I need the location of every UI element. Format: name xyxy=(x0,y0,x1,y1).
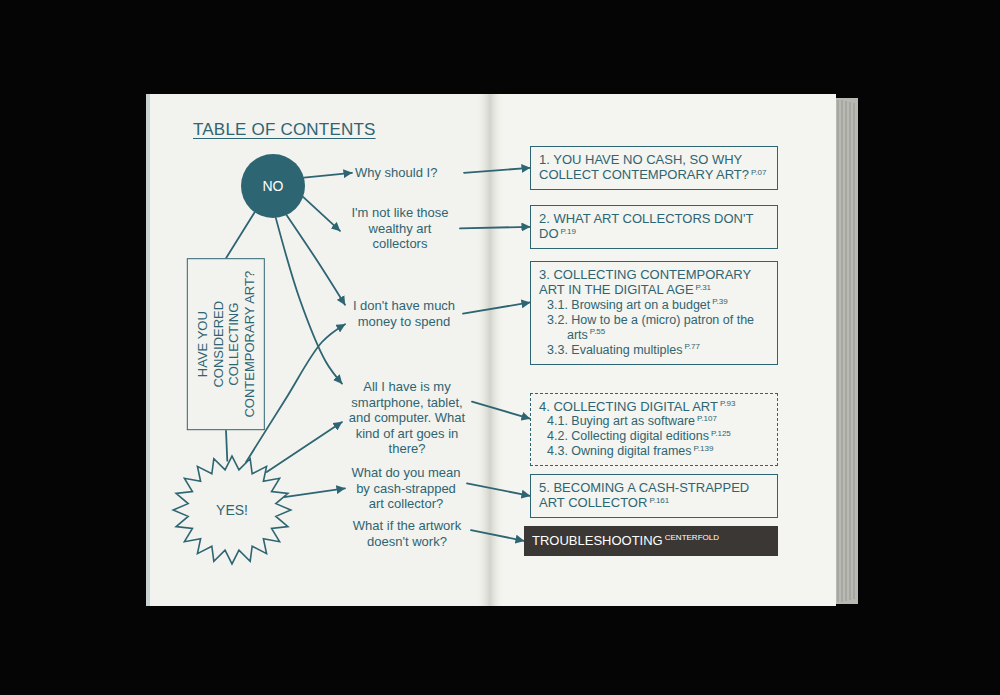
gutter-shadow xyxy=(476,94,504,606)
chapter-title: 4.1. Buying art as software xyxy=(547,414,695,428)
question-box: HAVE YOU CONSIDERED COLLECTING CONTEMPOR… xyxy=(187,258,265,430)
question-text: What if the artwork doesn't work? xyxy=(343,516,471,551)
right-page xyxy=(490,94,836,606)
chapter-title: 3. COLLECTING CONTEMPORARY ART IN THE DI… xyxy=(539,267,751,297)
node-label: What do you mean by cash-strapped art co… xyxy=(348,465,464,512)
section-line: 4.1. Buying art as softwareP.107 xyxy=(539,414,769,429)
flow-arrow xyxy=(226,430,227,461)
chapter-title: 4. COLLECTING DIGITAL ART xyxy=(539,399,718,414)
page-number: P.161 xyxy=(649,496,669,505)
flow-arrow xyxy=(467,483,530,496)
section-line: 3.2. How to be a (micro) patron of the a… xyxy=(539,313,769,343)
page-number: P.77 xyxy=(685,342,700,351)
flow-arrow xyxy=(460,227,530,229)
page-edges xyxy=(838,100,854,602)
chapter-heading: 2. WHAT ART COLLECTORS DON'T DOP.19 xyxy=(539,211,769,242)
chapter-title: 4.2. Collecting digital editions xyxy=(547,429,709,443)
chapter-box-dashed: 4. COLLECTING DIGITAL ARTP.934.1. Buying… xyxy=(530,393,778,466)
question-text: What do you mean by cash-strapped art co… xyxy=(345,463,467,514)
page-note: CENTERFOLD xyxy=(665,533,719,542)
node-label: NO xyxy=(263,178,284,194)
chapter-box: 1. YOU HAVE NO CASH, SO WHY COLLECT CONT… xyxy=(530,146,778,190)
page-number: P.07 xyxy=(751,168,766,177)
question-text: Why should I? xyxy=(352,163,464,183)
left-page xyxy=(150,94,492,606)
flow-arrow xyxy=(276,218,342,384)
page-number: P.93 xyxy=(720,399,735,408)
chapter-box: 2. WHAT ART COLLECTORS DON'T DOP.19 xyxy=(530,205,778,249)
page-number: P.19 xyxy=(561,227,576,236)
answer-starburst: YES! xyxy=(172,455,292,565)
flow-arrow xyxy=(287,215,345,305)
node-label: YES! xyxy=(216,502,248,518)
page-number: P.39 xyxy=(712,297,727,306)
question-text: All I have is my smartphone, tablet, and… xyxy=(342,377,472,459)
chapter-heading: 3. COLLECTING CONTEMPORARY ART IN THE DI… xyxy=(539,267,769,298)
page-number: P.107 xyxy=(697,414,717,423)
node-label: Why should I? xyxy=(355,165,461,181)
question-text: I'm not like those wealthy art collector… xyxy=(340,203,460,254)
chapter-title: 2. WHAT ART COLLECTORS DON'T DO xyxy=(539,211,753,241)
troubleshooting-band: TROUBLESHOOTINGCENTERFOLD xyxy=(524,526,778,556)
flow-arrow xyxy=(267,422,342,472)
chapter-title: 3.3. Evaluating multiples xyxy=(547,343,683,357)
node-label: I don't have much money to spend xyxy=(348,298,460,329)
chapter-title: 3.2. How to be a (micro) patron of the a… xyxy=(547,313,754,342)
page-number: P.125 xyxy=(711,429,731,438)
toc-title: TABLE OF CONTENTS xyxy=(193,120,376,140)
chapter-title: 4.3. Owning digital frames xyxy=(547,444,692,458)
node-label: HAVE YOU CONSIDERED COLLECTING CONTEMPOR… xyxy=(195,267,257,421)
section-line: 4.3. Owning digital framesP.139 xyxy=(539,444,769,459)
flow-arrow xyxy=(464,168,530,173)
section-line: 4.2. Collecting digital editionsP.125 xyxy=(539,429,769,444)
flow-arrow xyxy=(471,530,524,541)
flow-arrow xyxy=(472,402,530,419)
node-label: What if the artwork doesn't work? xyxy=(346,518,468,549)
page-number: P.55 xyxy=(590,327,605,336)
page-stack xyxy=(834,98,858,604)
chapter-title: 5. BECOMING A CASH-STRAPPED ART COLLECTO… xyxy=(539,480,749,510)
chapter-box: 5. BECOMING A CASH-STRAPPED ART COLLECTO… xyxy=(530,474,778,518)
node-label: I'm not like those wealthy art collector… xyxy=(343,205,457,252)
band-title: TROUBLESHOOTING xyxy=(532,533,663,548)
chapter-title: 3.1. Browsing art on a budget xyxy=(547,298,710,312)
decision-circle: NO xyxy=(241,154,305,218)
flow-arrow xyxy=(303,197,340,231)
chapter-heading: 4. COLLECTING DIGITAL ARTP.93 xyxy=(539,399,769,414)
page-number: P.139 xyxy=(694,444,714,453)
chapter-title: 1. YOU HAVE NO CASH, SO WHY COLLECT CONT… xyxy=(539,152,749,182)
chapter-heading: 1. YOU HAVE NO CASH, SO WHY COLLECT CONT… xyxy=(539,152,769,183)
flow-arrow xyxy=(463,302,530,313)
flow-arrow xyxy=(304,173,352,178)
question-text: I don't have much money to spend xyxy=(345,296,463,331)
node-label: All I have is my smartphone, tablet, and… xyxy=(345,379,469,457)
flow-arrow xyxy=(226,212,255,258)
chapter-box: 3. COLLECTING CONTEMPORARY ART IN THE DI… xyxy=(530,261,778,365)
page-number: P.31 xyxy=(696,283,711,292)
section-line: 3.3. Evaluating multiplesP.77 xyxy=(539,343,769,358)
flow-arrow xyxy=(284,488,345,497)
chapter-heading: 5. BECOMING A CASH-STRAPPED ART COLLECTO… xyxy=(539,480,769,511)
section-line: 3.1. Browsing art on a budgetP.39 xyxy=(539,298,769,313)
